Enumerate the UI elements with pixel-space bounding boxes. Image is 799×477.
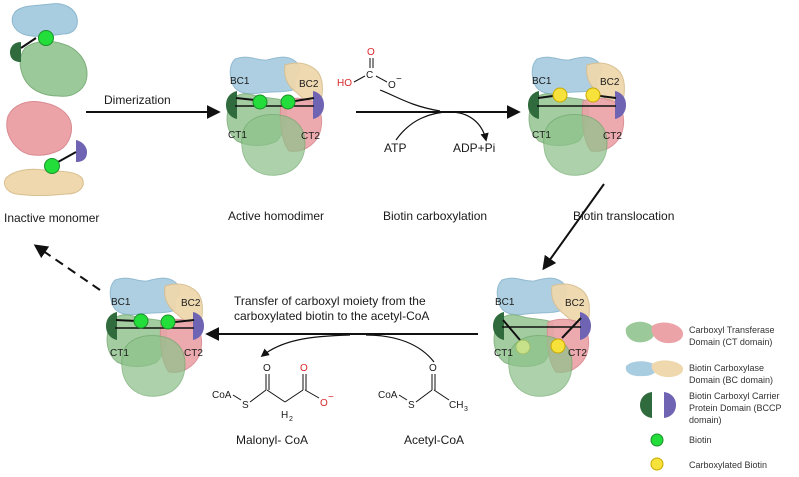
acetyl-ch-sub: 3 <box>464 406 468 413</box>
domain-ct2-3: CT2 <box>568 348 587 359</box>
translocation-arrow <box>542 183 605 271</box>
label-inactive-monomer: Inactive monomer <box>4 211 99 225</box>
legend: Carboxyl Transferase Domain (CT domain) … <box>625 321 782 471</box>
acetyl-coa-text: CoA <box>378 390 398 401</box>
label-active-homodimer: Active homodimer <box>228 209 324 223</box>
label-adp-pi: ADP+Pi <box>453 141 495 155</box>
domain-bc2: BC2 <box>299 79 319 90</box>
label-atp: ATP <box>384 141 406 155</box>
bicarbonate-o-top: O <box>367 47 375 58</box>
malonyl-o1: O <box>263 363 271 374</box>
domain-ct2: CT2 <box>301 131 320 142</box>
malonyl-charge: − <box>328 392 334 403</box>
domain-ct1-3: CT1 <box>494 348 513 359</box>
domain-ct1-4: CT1 <box>110 348 129 359</box>
legend-bc-swatch <box>625 360 684 378</box>
legend-bccp-swatch <box>640 392 676 418</box>
legend-bccp-line2: Protein Domain (BCCP <box>689 403 782 413</box>
legend-carboxylated-biotin: Carboxylated Biotin <box>689 460 767 470</box>
translocated-dimer <box>492 277 592 397</box>
legend-bc-line2: Domain (BC domain) <box>689 375 773 385</box>
label-biotin-carboxylation: Biotin carboxylation <box>383 209 487 223</box>
acetyl-o: O <box>429 363 437 374</box>
malonyl-coa-text: CoA <box>212 390 232 401</box>
legend-bccp-line1: Biotin Carboxyl Carrier <box>689 391 780 401</box>
bicarbonate-ho: HO <box>337 78 352 89</box>
domain-bc1: BC1 <box>230 76 250 87</box>
domain-ct2-2: CT2 <box>603 131 622 142</box>
domain-ct2-4: CT2 <box>184 348 203 359</box>
legend-biotin: Biotin <box>689 435 712 445</box>
legend-ct-swatch <box>625 321 684 344</box>
label-transfer-line2: carboxylated biotin to the acetyl-CoA <box>234 309 429 323</box>
malonyl-h-sub: 2 <box>289 416 293 423</box>
domain-bc1-4: BC1 <box>111 297 131 308</box>
malonyl-o3: O <box>320 398 328 409</box>
bicarbonate: HO C O O − <box>337 47 402 91</box>
legend-bc-line1: Biotin Carboxylase <box>689 363 764 373</box>
malonyl-o2: O <box>300 363 308 374</box>
label-malonyl-coa: Malonyl- CoA <box>236 433 308 447</box>
malonyl-coa-structure: CoA S O H 2 O O − <box>212 363 334 423</box>
acetyl-curve-in <box>365 334 435 363</box>
bicarbonate-curve <box>379 89 441 112</box>
bicarbonate-charge: − <box>396 74 402 85</box>
carboxylated-dimer <box>527 56 627 176</box>
atp-adp-curve <box>395 111 489 142</box>
label-acetyl-coa: Acetyl-CoA <box>404 433 464 447</box>
legend-biotin-swatch <box>650 433 664 447</box>
legend-carboxylated-biotin-swatch <box>650 457 664 471</box>
domain-ct1: CT1 <box>228 130 247 141</box>
label-dimerization: Dimerization <box>104 93 171 107</box>
active-homodimer <box>225 56 325 176</box>
domain-bc2-4: BC2 <box>181 298 201 309</box>
label-biotin-translocation: Biotin translocation <box>573 209 674 223</box>
acetyl-coa-structure: CoA S O CH 3 <box>378 363 468 413</box>
legend-bccp-line3: domain) <box>689 415 722 425</box>
acetyl-ch: CH <box>449 400 463 411</box>
inactive-monomer-top <box>9 3 88 97</box>
domain-ct1-2: CT1 <box>532 130 551 141</box>
legend-ct-line2: Domain (CT domain) <box>689 337 772 347</box>
domain-bc2-2: BC2 <box>600 77 620 88</box>
malonyl-s: S <box>242 400 249 411</box>
bicarbonate-o-minus: O <box>388 80 396 91</box>
label-transfer-line1: Transfer of carboxyl moiety from the <box>234 294 426 308</box>
malonyl-h: H <box>281 410 288 421</box>
malonyl-curve-out <box>260 334 351 358</box>
domain-bc1-3: BC1 <box>495 297 515 308</box>
bicarbonate-c: C <box>366 70 373 81</box>
regenerated-dimer <box>105 277 205 397</box>
acetyl-s: S <box>408 400 415 411</box>
dissociation-arrow <box>33 244 101 291</box>
domain-bc1-2: BC1 <box>532 76 552 87</box>
inactive-monomer-bottom <box>3 101 88 196</box>
domain-bc2-3: BC2 <box>565 298 585 309</box>
legend-ct-line1: Carboxyl Transferase <box>689 325 775 335</box>
